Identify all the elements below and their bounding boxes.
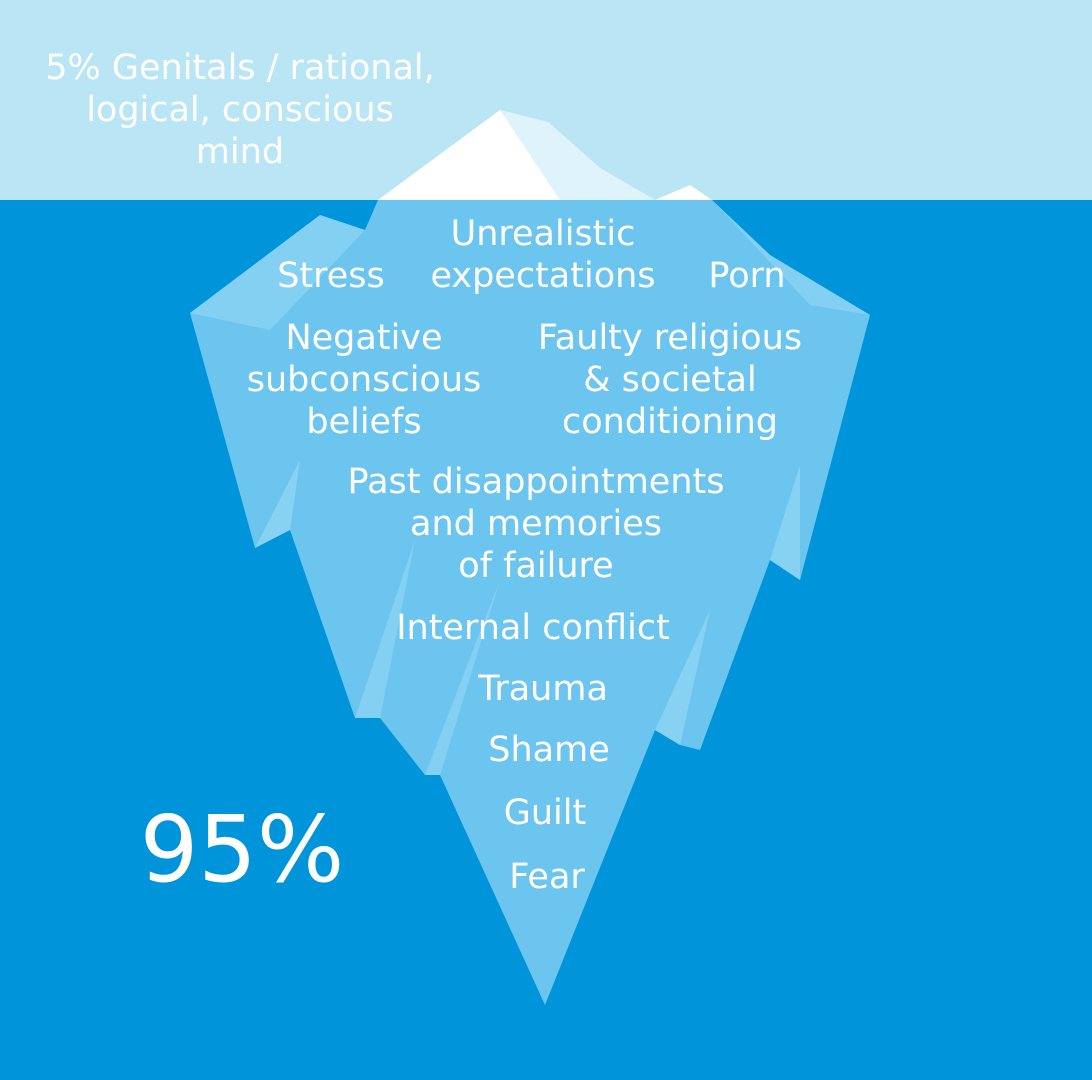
iceberg-facet-mid-right	[655, 610, 710, 745]
iceberg-facet-left-low	[255, 460, 300, 548]
item-internal-conflict: Internal conflict	[396, 608, 670, 648]
subconscious-percent-label: 95%	[139, 796, 345, 903]
item-shame: Shame	[488, 730, 610, 770]
item-negative-beliefs: Negative subconscious beliefs	[246, 318, 482, 442]
iceberg-tip-shade	[500, 110, 655, 200]
iceberg-facet-mid-left2	[425, 580, 500, 775]
iceberg-facet-right-low	[770, 465, 800, 580]
item-trauma: Trauma	[478, 669, 608, 709]
item-stress: Stress	[277, 256, 385, 296]
conscious-mind-label: 5% Genitals / rational, logical, conscio…	[45, 48, 435, 172]
item-unrealistic-expectations: Unrealistic expectations	[430, 214, 656, 296]
iceberg-body	[190, 200, 870, 1005]
iceberg-tip-right	[655, 185, 712, 200]
iceberg-facet-left	[190, 215, 365, 330]
item-faulty-conditioning: Faulty religious & societal conditioning	[537, 318, 803, 442]
item-past-disappointments: Past disappointments and memories of fai…	[347, 462, 725, 586]
item-fear: Fear	[509, 857, 585, 897]
item-porn: Porn	[708, 256, 786, 296]
iceberg-facet-mid-left	[355, 540, 415, 718]
item-guilt: Guilt	[503, 793, 587, 833]
